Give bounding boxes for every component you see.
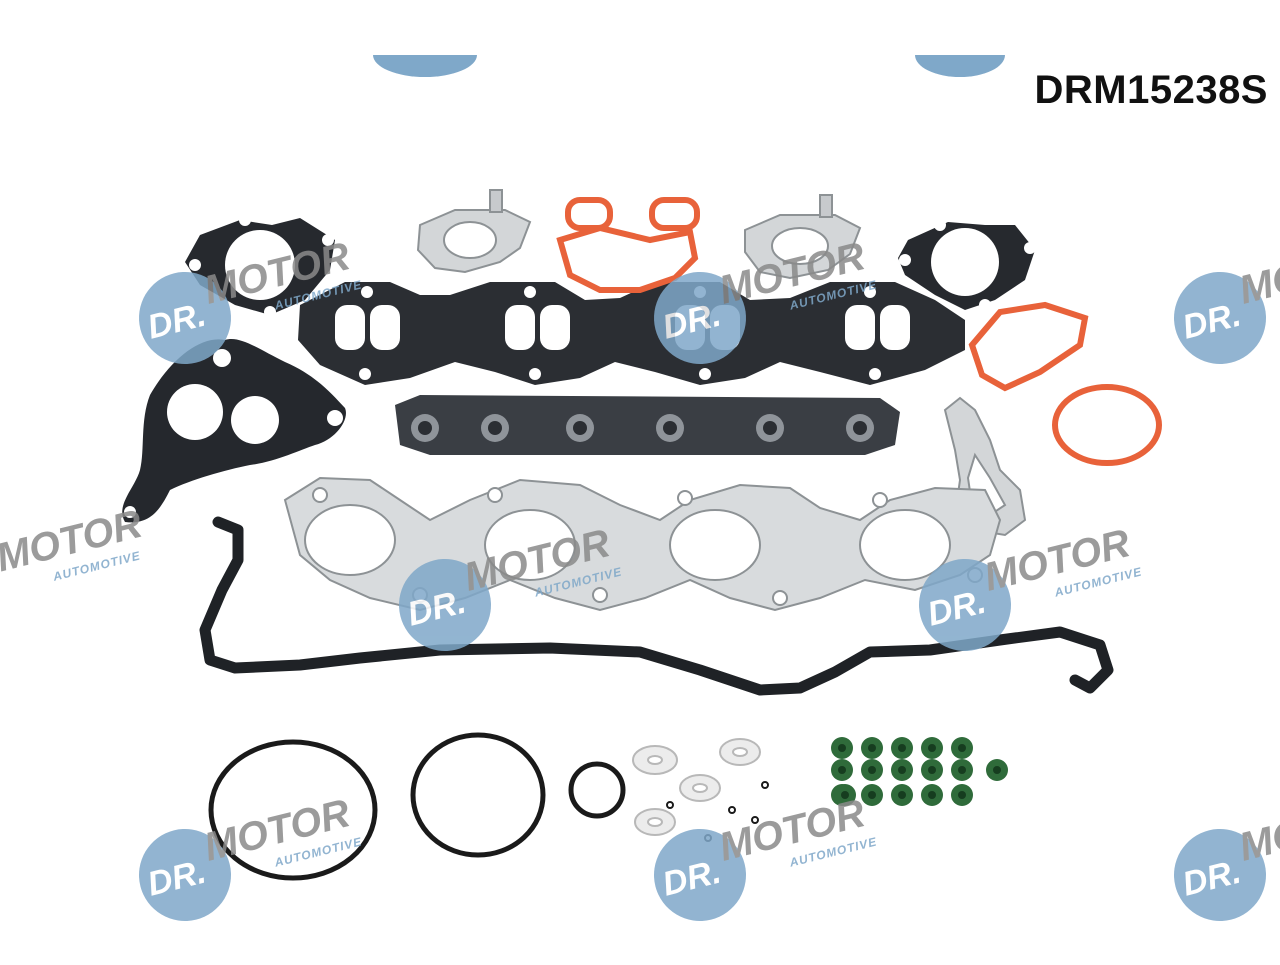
watermark-badge xyxy=(1174,272,1266,364)
injector-seal-strip xyxy=(395,395,900,455)
valve-stem-seal-bore xyxy=(993,766,1001,774)
valve-stem-seal-bore xyxy=(958,791,966,799)
valve-stem-seal-bore xyxy=(838,744,846,752)
valve-stem-seal-bore xyxy=(898,766,906,774)
watermark-badge xyxy=(654,829,746,921)
o-rings xyxy=(208,732,769,881)
egr-gasket-steel-right xyxy=(744,194,862,280)
watermark-brand: MOTOR xyxy=(1235,234,1280,313)
intake-manifold-gasket xyxy=(298,282,965,385)
orange-rubber-seals xyxy=(556,197,1162,466)
watermark-badge xyxy=(919,559,1011,651)
turbo-gasket-black-left xyxy=(185,214,335,318)
vacuum-pump-gasket xyxy=(122,339,346,523)
top-decor-circles xyxy=(360,0,1030,77)
part-code: DRM15238S xyxy=(1034,68,1268,112)
exhaust-manifold-gasket xyxy=(283,476,1002,612)
watermark-badge xyxy=(139,272,231,364)
watermark-brand: MOTOR xyxy=(1235,791,1280,870)
valve-cover-seal xyxy=(199,516,1114,696)
watermark-badge xyxy=(654,272,746,364)
egr-gasket-steel-left xyxy=(416,189,532,274)
valve-stem-seal-bore xyxy=(898,791,906,799)
valve-stem-seal-bore xyxy=(928,791,936,799)
valve-stem-seals xyxy=(831,737,1008,806)
valve-stem-seal-bore xyxy=(928,766,936,774)
injector-washers xyxy=(632,738,761,836)
valve-stem-seal-bore xyxy=(868,744,876,752)
watermark-badge xyxy=(1174,829,1266,921)
valve-stem-seal-bore xyxy=(958,766,966,774)
watermark-badge xyxy=(399,559,491,651)
valve-stem-seal-bore xyxy=(838,766,846,774)
valve-stem-seal-bore xyxy=(958,744,966,752)
valve-stem-seal-bore xyxy=(868,791,876,799)
valve-stem-seal-bore xyxy=(898,744,906,752)
valve-stem-seal-bore xyxy=(841,791,849,799)
turbo-gasket-black-right xyxy=(898,219,1036,311)
watermark-badge xyxy=(139,829,231,921)
valve-stem-seal-bore xyxy=(868,766,876,774)
valve-stem-seal-bore xyxy=(928,744,936,752)
